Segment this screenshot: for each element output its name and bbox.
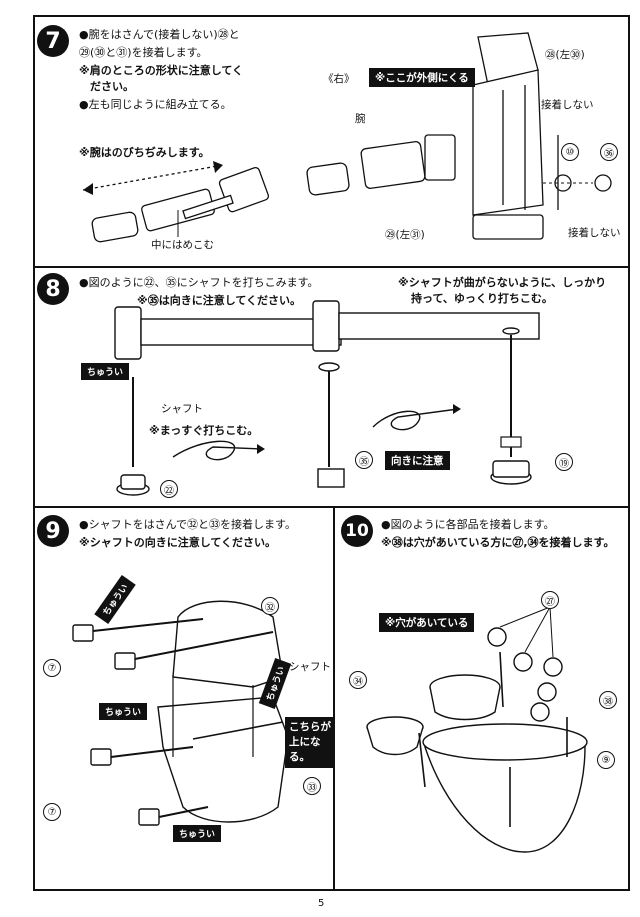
part-33-marker: ㉝ [303, 777, 321, 795]
step-8-right-note-1: ※シャフトが曲がらないように、しっかり [398, 276, 607, 289]
part-35-marker: ㉟ [355, 451, 373, 469]
step-7-panel: 7 ●腕をはさんで(接着しない)㉘と ㉙(㉚と㉛)を接着します。 ※肩のところの… [33, 15, 630, 267]
part-22-marker: ㉒ [160, 480, 178, 498]
up-note-line-3: る。 [289, 751, 310, 763]
step-7-line-5: ●左も同じように組み立てる。 [79, 98, 232, 111]
part-28-label: ㉘(左㉚) [545, 49, 585, 61]
step-10-line-2: ※㊳は穴があいている方に㉗,㉞を接着します。 [381, 536, 615, 549]
part-36-marker: ㊱ [600, 143, 618, 161]
no-glue-label-2: 接着しない [568, 227, 621, 239]
step-9-number: 9 [37, 515, 69, 547]
step-10-hole-badge: ※穴があいている [379, 613, 475, 632]
part-34-marker: ㉞ [349, 671, 367, 689]
step-8-straight-note: ※まっすぐ打ちこむ。 [149, 424, 259, 437]
step-8-number: 8 [37, 273, 69, 305]
step-7-sub-note: ※腕はのびちぢみします。 [79, 146, 210, 159]
step-7-line-1: ●腕をはさんで(接着しない)㉘と [79, 28, 240, 41]
step-10-line-1: ●図のように各部品を接着します。 [381, 518, 555, 531]
step-8-shaft-label: シャフト [161, 403, 203, 415]
part-29-label: ㉙(左㉛) [385, 229, 425, 241]
step-9-caution-2: ちゅうい [99, 703, 148, 720]
step-10-number: 10 [341, 515, 373, 547]
step-7-illustration [82, 32, 612, 243]
step-7-number: 7 [37, 25, 69, 57]
step-8-line-1: ●図のように㉒、㉟にシャフトを打ちこみます。 [79, 276, 319, 289]
up-note-line-2: 上にな [289, 736, 321, 748]
step-7-callout: ※ここが外側にくる [369, 68, 475, 87]
no-glue-label-1: 接着しない [541, 99, 594, 111]
part-19-marker: ⑲ [555, 453, 573, 471]
divider-row2 [33, 506, 630, 508]
step-8-right-note-2: 持って、ゆっくり打ちこむ。 [411, 292, 553, 305]
part-10-marker: ⑩ [561, 143, 579, 161]
step-9-shaft-label: シャフト [289, 661, 331, 673]
step-7-line-4: ださい。 [79, 80, 134, 93]
part-38-marker: ㊳ [599, 691, 617, 709]
step-7-line-2: ㉙(㉚と㉛)を接着します。 [79, 46, 208, 59]
part-32-marker: ㉜ [261, 597, 279, 615]
step-7-line-3: ※肩のところの形状に注意してく [79, 64, 244, 77]
step-9-line-2: ※シャフトの向きに注意してください。 [79, 536, 277, 549]
step-7-arm-label: 腕 [355, 113, 366, 125]
page-frame [33, 15, 630, 891]
page-number: 5 [318, 898, 325, 909]
step-9-illustration [72, 600, 289, 826]
divider-row1 [33, 266, 630, 268]
part-7-marker-1: ⑦ [43, 659, 61, 677]
step-7-side-label: 《右》 [323, 73, 355, 85]
step-10-illustration [366, 606, 588, 853]
step-8-line-2: ※㉟は向きに注意してください。 [137, 294, 302, 307]
step-9-caution-4: ちゅうい [173, 825, 222, 842]
part-9-marker: ⑨ [597, 751, 615, 769]
step-8-panel: 8 ●図のように㉒、㉟にシャフトを打ちこみます。 ※㉟は向きに注意してください。… [33, 267, 630, 507]
step-8-illustration [83, 300, 540, 496]
step-9-panel: 9 ●シャフトをはさんで㉜と㉝を接着します。 ※シャフトの向きに注意してください… [33, 507, 335, 891]
up-note-line-1: こちらが [289, 721, 331, 733]
part-7-marker-2: ⑦ [43, 803, 61, 821]
step-9-line-1: ●シャフトをはさんで㉜と㉝を接着します。 [79, 518, 296, 531]
step-8-orientation-badge: 向きに注意 [385, 451, 450, 470]
step-8-caution-badge: ちゅうい [81, 363, 130, 380]
divider-col [333, 506, 335, 891]
step-7-inner-note: 中にはめこむ [151, 239, 214, 251]
step-10-panel: 10 ●図のように各部品を接着します。 ※㊳は穴があいている方に㉗,㉞を接着しま… [335, 507, 630, 891]
step-9-up-note: こちらが 上にな る。 [285, 717, 335, 768]
part-27-marker: ㉗ [541, 591, 559, 609]
